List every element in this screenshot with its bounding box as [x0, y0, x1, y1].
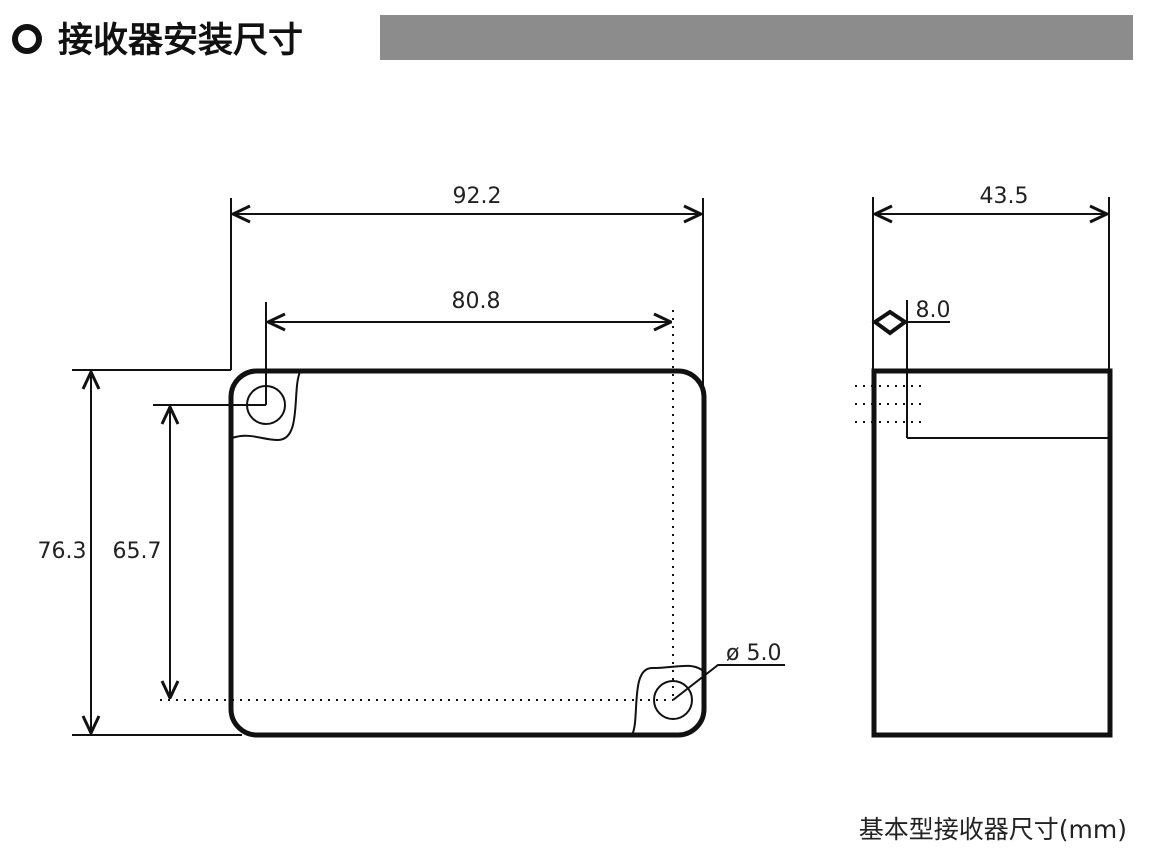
boss-bottom-right [631, 664, 703, 736]
dim-diamond-8-0 [871, 309, 909, 336]
bullet-circle-icon [12, 24, 42, 54]
label-92-2: 92.2 [453, 184, 502, 209]
label-diameter: ø 5.0 [726, 641, 781, 666]
section-title: 接收器安装尺寸 [58, 21, 303, 61]
label-43-5: 43.5 [980, 184, 1029, 209]
side-view [855, 197, 1113, 738]
front-view [72, 198, 785, 738]
label-8-0: 8.0 [916, 298, 951, 323]
boss-top-left [231, 371, 301, 442]
side-outline [871, 368, 1113, 738]
label-80-8: 80.8 [452, 289, 501, 314]
label-76-3: 76.3 [38, 539, 87, 564]
caption: 基本型接收器尺寸(mm) [859, 815, 1127, 844]
front-outline [228, 368, 707, 738]
title-bar [380, 15, 1133, 60]
hole-bottom-right [653, 680, 693, 720]
diameter-leader [672, 664, 785, 701]
label-65-7: 65.7 [113, 539, 162, 564]
